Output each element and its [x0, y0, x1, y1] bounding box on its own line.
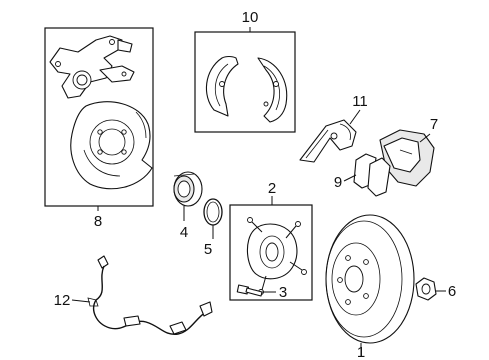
caliper: [379, 129, 435, 187]
callout-12: 12: [54, 292, 71, 309]
wheel-bearing: [173, 171, 203, 207]
snap-ring: [203, 198, 223, 226]
callout-10: 10: [242, 9, 259, 26]
group-frame-8: [44, 27, 154, 207]
dust-shield: [70, 101, 153, 190]
callout-5: 5: [204, 241, 212, 258]
callout-4: 4: [180, 224, 188, 241]
brake-rotor: [325, 214, 415, 344]
callout-8: 8: [94, 213, 102, 230]
parking-brake-cable: [299, 119, 357, 163]
callout-2: 2: [268, 180, 276, 197]
parking-brake-shoes: [205, 55, 288, 123]
callout-7: 7: [430, 116, 438, 133]
callout-9: 9: [334, 174, 342, 191]
leader-lines: [71, 27, 446, 356]
hub-nut: [415, 277, 437, 301]
callout-11: 11: [352, 93, 368, 110]
callout-3: 3: [279, 284, 287, 301]
caliper-bracket: [49, 35, 135, 99]
group-frame-10: [194, 31, 296, 133]
hub-bolt: [236, 284, 263, 297]
group-frame-2: [229, 204, 313, 301]
callout-6: 6: [448, 283, 456, 300]
callout-1: 1: [357, 344, 365, 360]
callout-labels: 1 2 3 4 5 6 7 8 9 10 11 12: [54, 9, 457, 360]
abs-sensor-harness: [87, 255, 213, 335]
brake-pads: [353, 153, 391, 197]
wheel-hub: [246, 217, 307, 295]
